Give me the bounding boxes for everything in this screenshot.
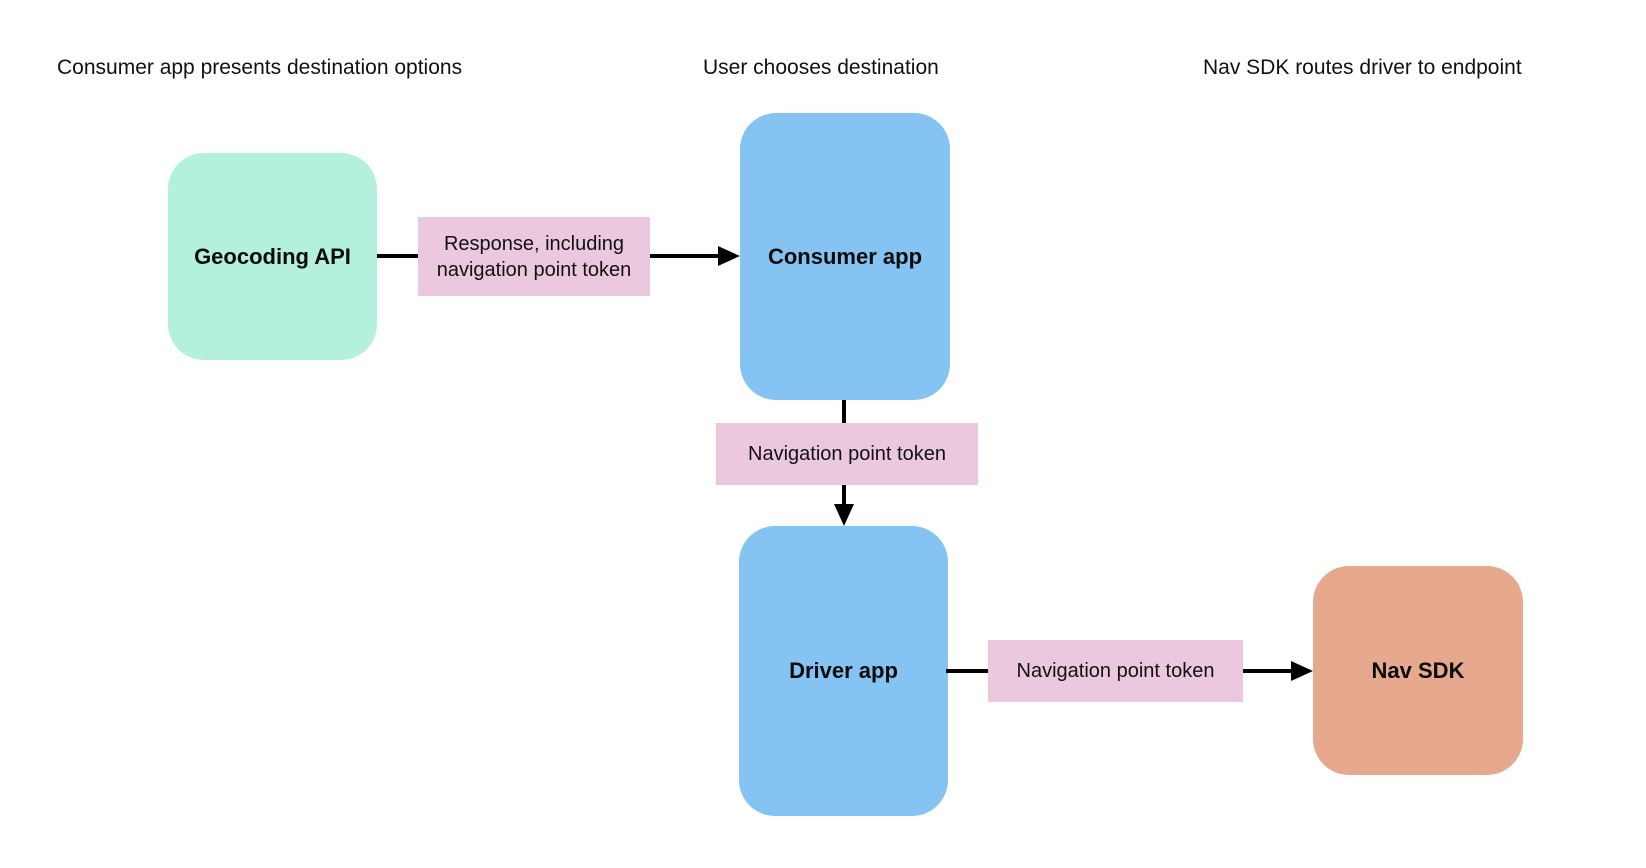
connector-token-label-to-driver [842,485,846,506]
node-geocoding-api: Geocoding API [168,153,377,360]
arrowhead-down-icon [834,504,854,526]
node-driver-app: Driver app [739,526,948,816]
node-nav-sdk-label: Nav SDK [1371,657,1465,683]
node-consumer-app: Consumer app [740,113,950,400]
arrowhead-right-icon [718,246,740,266]
node-driver-app-label: Driver app [789,658,898,683]
edge-label-nav-token-1-text: Navigation point token [748,443,946,465]
edge-label-response-text: Response, including navigation point tok… [436,232,632,281]
connector-token-label-to-nav-sdk [1243,669,1293,673]
header-user-chooses-destination: User chooses destination [703,56,939,79]
node-nav-sdk: Nav SDK [1313,566,1523,775]
connector-response-label-to-consumer [650,254,720,258]
connector-geocoding-to-response-label [377,254,418,258]
arrowhead-right-icon [1291,661,1313,681]
edge-label-response-including-token: Response, including navigation point tok… [418,217,650,296]
node-consumer-app-label: Consumer app [767,243,923,269]
edge-label-nav-token-1: Navigation point token [716,423,978,485]
header-consumer-app-presents: Consumer app presents destination option… [57,56,463,79]
node-geocoding-api-label: Geocoding API [194,243,351,269]
edge-label-nav-token-2-text: Navigation point token [1016,660,1215,682]
connector-driver-to-token-label [946,669,988,673]
edge-label-nav-token-2: Navigation point token [988,640,1243,702]
header-nav-sdk-routes: Nav SDK routes driver to endpoint [1203,56,1522,79]
connector-consumer-to-token-label [842,400,846,423]
